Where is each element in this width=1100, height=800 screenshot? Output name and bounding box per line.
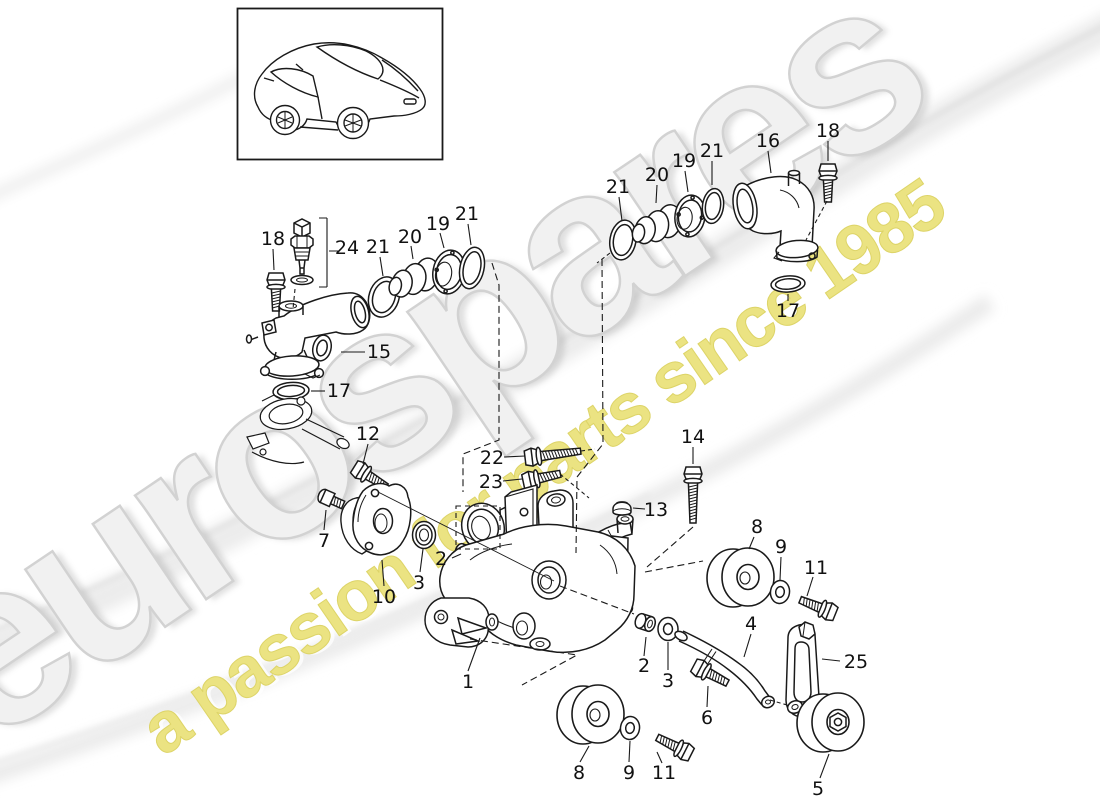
part-label-7: 7 bbox=[317, 530, 331, 552]
bracket-line-24 bbox=[319, 217, 338, 288]
part-label-21: 21 bbox=[365, 236, 391, 258]
part-16-water-pipe bbox=[732, 169, 819, 263]
part-label-25: 25 bbox=[843, 651, 869, 673]
part-7-screw bbox=[317, 488, 346, 510]
part-label-2: 2 bbox=[637, 655, 651, 677]
part-label-9: 9 bbox=[622, 762, 636, 784]
leader-lines bbox=[272, 141, 841, 779]
part-label-13: 13 bbox=[643, 499, 669, 521]
part-label-8: 8 bbox=[750, 516, 764, 538]
part-label-21: 21 bbox=[605, 176, 631, 198]
part-label-18: 18 bbox=[815, 120, 841, 142]
tensioner-assembly bbox=[317, 441, 865, 764]
part-20-sleeve bbox=[388, 257, 440, 298]
part-label-6: 6 bbox=[700, 707, 714, 729]
part-label-20: 20 bbox=[644, 164, 670, 186]
part-21-oring bbox=[458, 246, 486, 290]
part-1-main-bracket bbox=[424, 484, 636, 654]
part-label-9: 9 bbox=[774, 536, 788, 558]
part-label-18: 18 bbox=[260, 228, 286, 250]
part-label-5: 5 bbox=[811, 778, 825, 800]
part-label-1: 1 bbox=[461, 671, 475, 693]
part-label-19: 19 bbox=[425, 213, 451, 235]
part-label-12: 12 bbox=[355, 423, 381, 445]
part-25-link-bracket bbox=[785, 621, 820, 718]
part-label-24: 24 bbox=[334, 237, 360, 259]
part-label-17: 17 bbox=[326, 380, 352, 402]
part-label-20: 20 bbox=[397, 226, 423, 248]
part-19-connector bbox=[674, 194, 706, 238]
part-label-16: 16 bbox=[755, 130, 781, 152]
part-15-water-pipe bbox=[245, 292, 371, 380]
part-3-washer-lower bbox=[657, 616, 679, 642]
part-21-oring bbox=[701, 187, 725, 225]
water-pipe-right-group bbox=[608, 163, 838, 293]
car-thumbnail bbox=[236, 7, 444, 161]
part-label-21: 21 bbox=[699, 140, 725, 162]
part-label-2: 2 bbox=[434, 548, 448, 570]
part-13-cap bbox=[612, 501, 632, 516]
part-label-15: 15 bbox=[366, 341, 392, 363]
part-label-4: 4 bbox=[744, 613, 758, 635]
part-5-roller bbox=[796, 692, 865, 753]
part-24-sensor bbox=[290, 218, 314, 286]
construction-lines bbox=[292, 200, 828, 706]
part-label-14: 14 bbox=[680, 426, 706, 448]
porsche-911-line-art bbox=[253, 42, 426, 140]
part-label-17: 17 bbox=[775, 300, 801, 322]
part-label-22: 22 bbox=[479, 447, 505, 469]
part-label-23: 23 bbox=[478, 471, 504, 493]
part-label-3: 3 bbox=[661, 670, 675, 692]
part-label-8: 8 bbox=[572, 762, 586, 784]
part-label-11: 11 bbox=[651, 762, 677, 784]
part-17-oring bbox=[770, 275, 806, 293]
engine-stub-drawing bbox=[246, 394, 350, 465]
part-label-11: 11 bbox=[803, 557, 829, 579]
part-label-19: 19 bbox=[671, 150, 697, 172]
part-label-10: 10 bbox=[371, 586, 397, 608]
part-4-tensioner-rod bbox=[674, 630, 776, 709]
part-label-21: 21 bbox=[454, 203, 480, 225]
water-pipe-left-group bbox=[245, 217, 486, 465]
part-3-seal bbox=[411, 520, 437, 550]
part-label-3: 3 bbox=[412, 572, 426, 594]
